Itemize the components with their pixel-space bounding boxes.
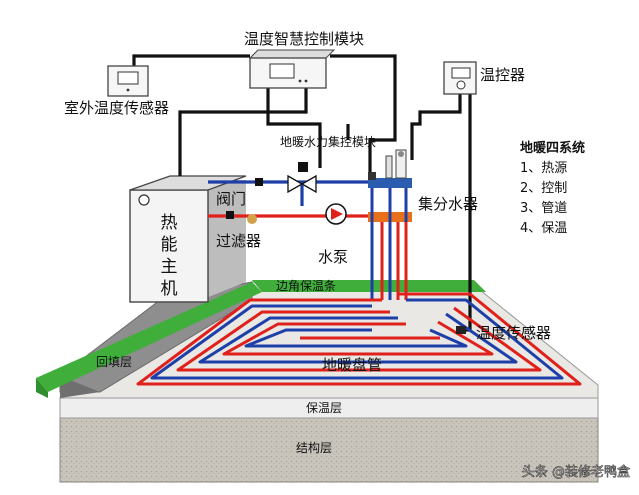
structure-layer-label: 结构层	[296, 440, 332, 455]
floor-pipe-label: 地暖盘管	[322, 356, 382, 374]
manifold-label: 集分水器	[418, 195, 478, 213]
control-module-box	[248, 49, 336, 89]
floor-heating-coil	[136, 292, 582, 386]
svg-text:能: 能	[161, 235, 178, 255]
legend-item: 1、热源	[520, 161, 567, 176]
temp-sensor-label: 温度传感器	[476, 324, 551, 342]
thermostat-label: 温控器	[480, 66, 525, 84]
outdoor-sensor-box	[107, 65, 149, 97]
valve-lower-icon	[226, 211, 234, 219]
heat-host-indicator	[138, 194, 150, 206]
mixing-valve-icon	[287, 162, 317, 194]
filter-icon	[247, 214, 257, 224]
legend-item: 3、管道	[520, 201, 567, 216]
watermark: 头条 @装修老鸭盒	[522, 464, 630, 480]
thermostat-box	[443, 61, 477, 95]
pump-label: 水泵	[318, 248, 348, 266]
legend-item: 2、控制	[520, 181, 567, 196]
filter-label: 过滤器	[216, 232, 261, 250]
heat-host-label: 热 能 主 机	[161, 213, 178, 299]
manifold-drop-pipes	[370, 188, 408, 300]
svg-text:主: 主	[161, 257, 178, 277]
heat-host-cabinet	[129, 189, 209, 303]
floor-temp-sensor	[456, 326, 466, 334]
manifold-fittings	[385, 149, 407, 179]
valve-label: 阀门	[216, 190, 246, 208]
insulation-layer-label: 保温层	[306, 401, 342, 415]
edge-insulation-strip	[252, 280, 486, 292]
control-module-label: 温度智慧控制模块	[244, 30, 364, 48]
system-legend: 地暖四系统 1、热源 2、控制 3、管道 4、保温	[520, 140, 585, 236]
backfill-label: 回填层	[96, 355, 132, 369]
legend-title: 地暖四系统	[520, 140, 585, 156]
svg-text:热: 热	[161, 213, 178, 233]
outdoor-sensor-label: 室外温度传感器	[64, 99, 169, 117]
pump-icon	[325, 203, 347, 225]
manifold-supply-bar	[368, 178, 412, 188]
edge-insulation-label: 边角保温条	[276, 279, 336, 293]
valve-icon	[255, 178, 263, 186]
legend-item: 4、保温	[520, 221, 567, 236]
svg-text:机: 机	[161, 279, 178, 299]
hydraulic-module-label: 地暖水力集控模块	[280, 134, 376, 149]
